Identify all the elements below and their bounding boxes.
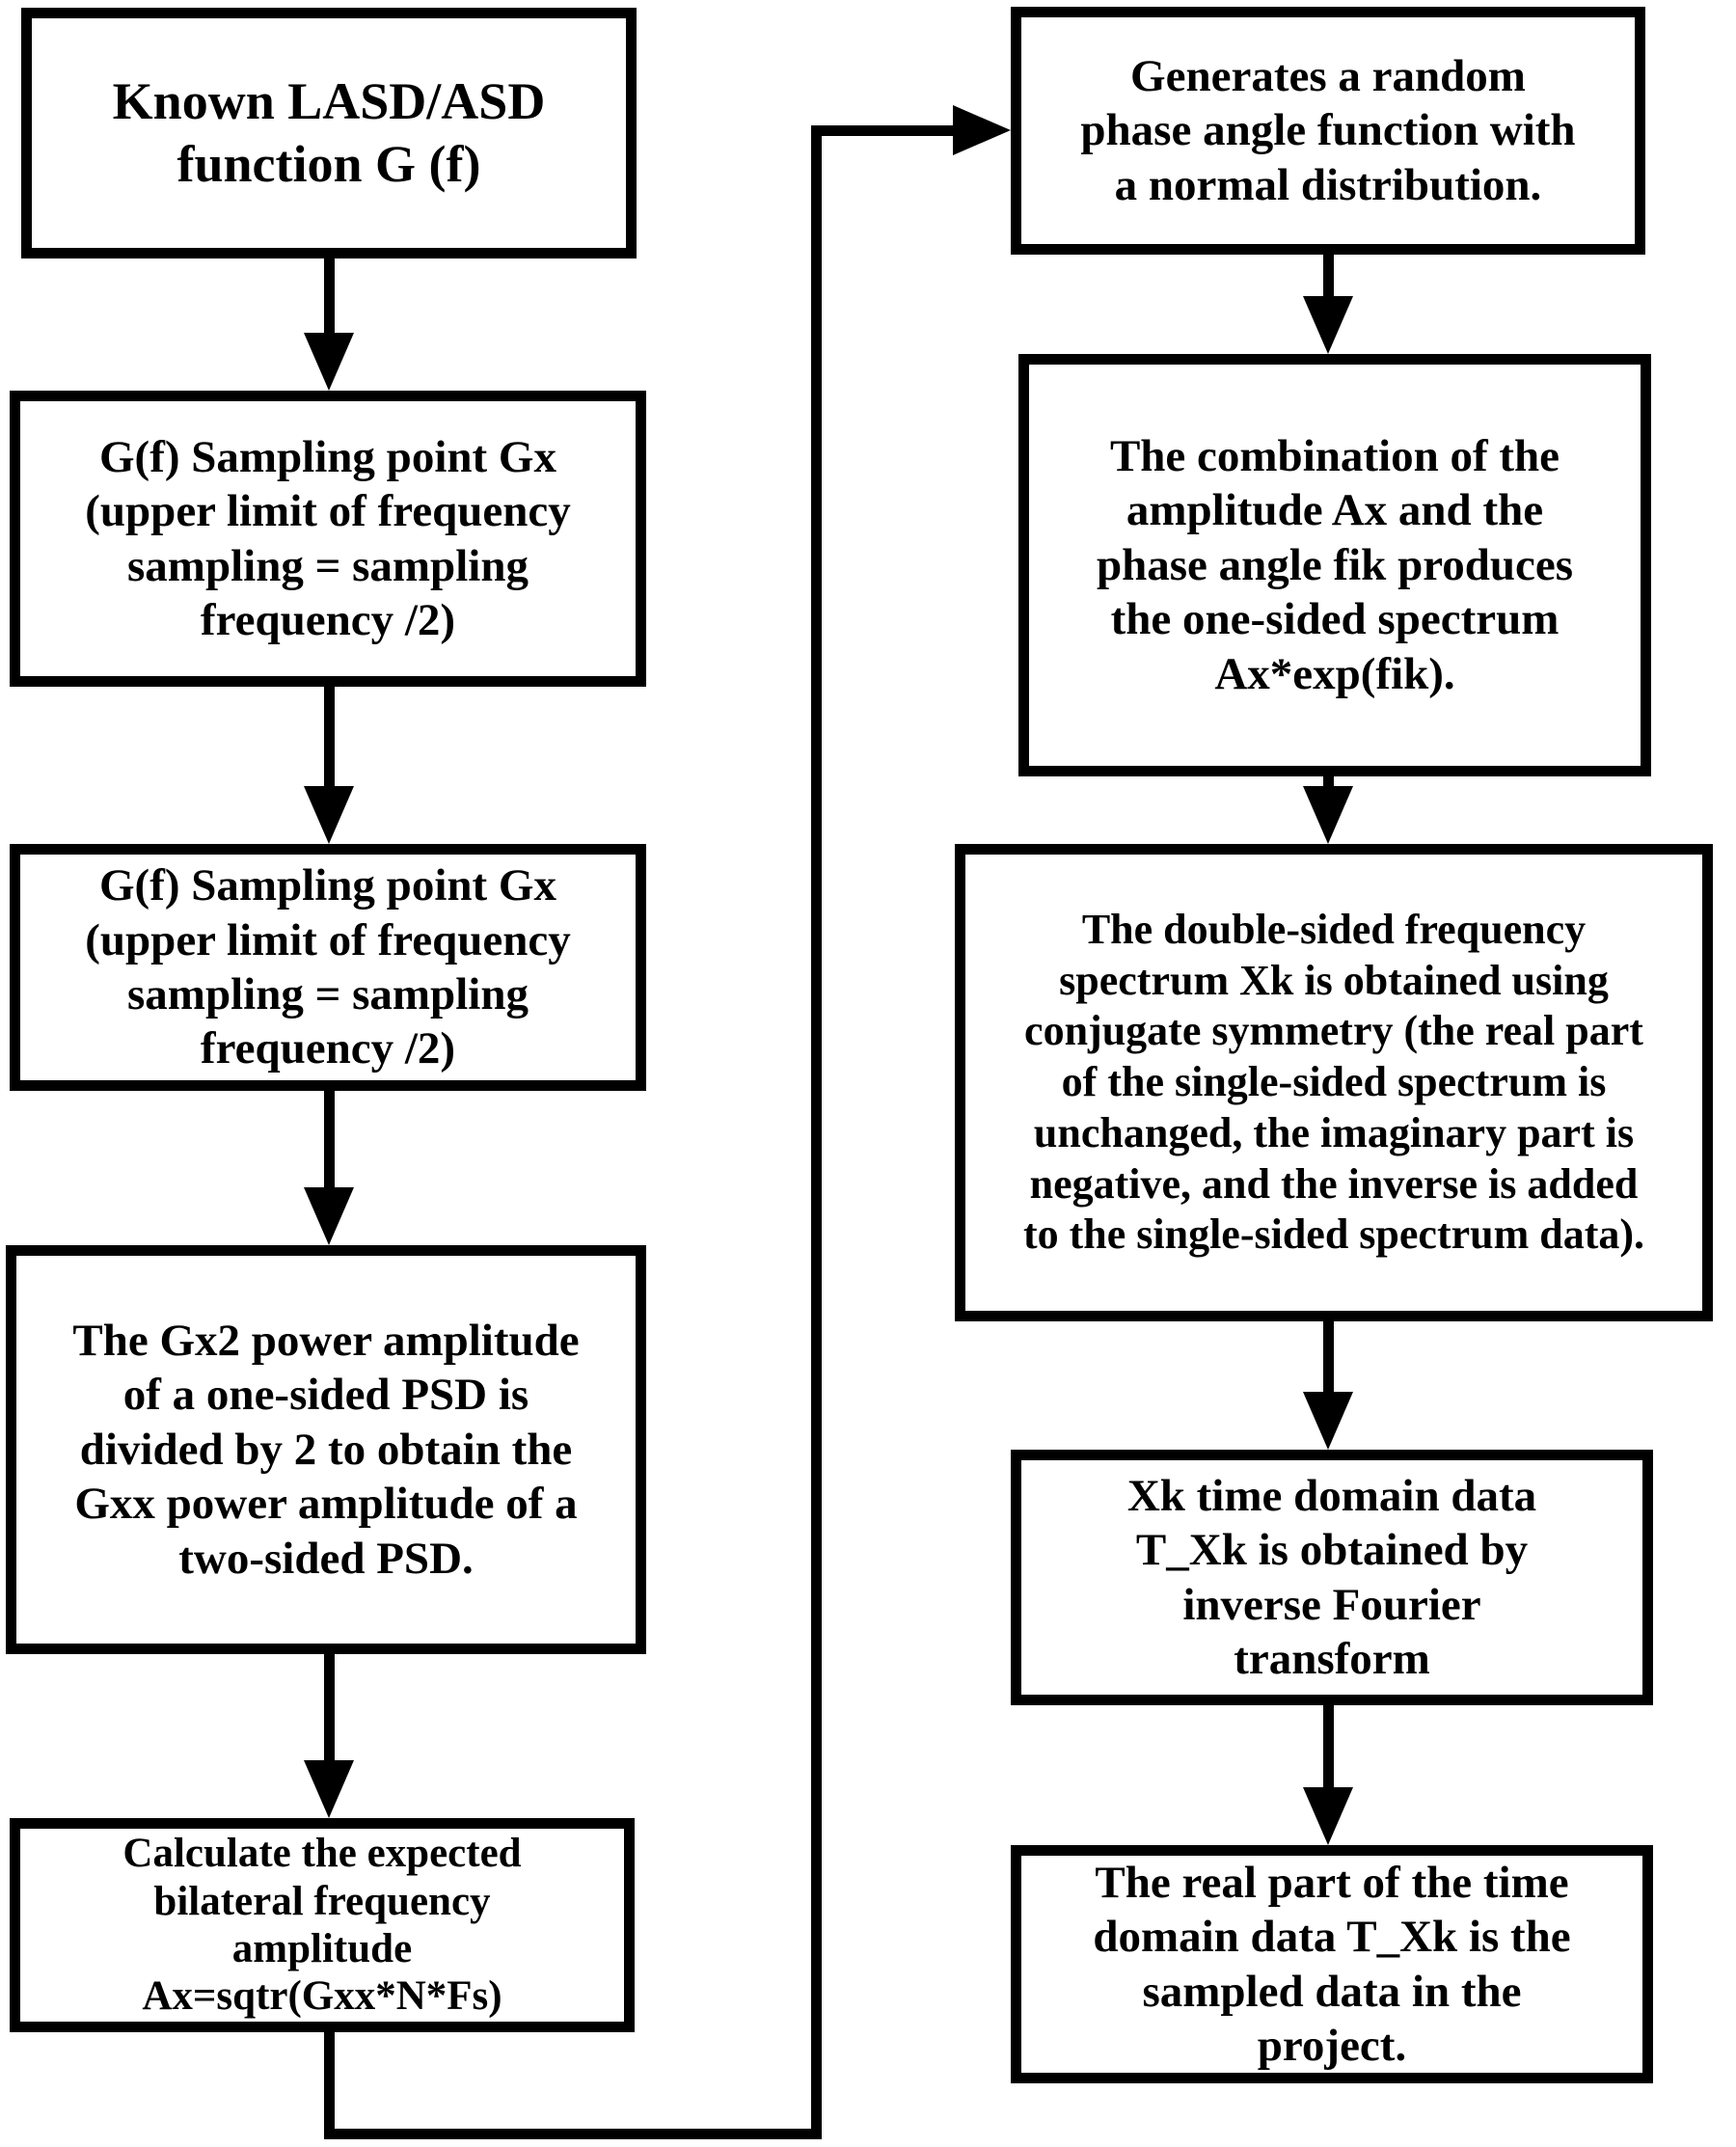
node-double-sided-spectrum: The double-sided frequency spectrum Xk i… <box>955 844 1713 1321</box>
arrowhead-right-icon <box>953 105 1011 155</box>
arrowhead-down-icon <box>1303 786 1353 844</box>
arrow-stem-l3-l4 <box>324 1091 335 1190</box>
arrow-stem-l4-l5 <box>324 1654 335 1763</box>
node-combination-amplitude-phase: The combination of the amplitude Ax and … <box>1018 354 1651 776</box>
arrow-stem-l2-l3 <box>324 687 335 789</box>
arrowhead-down-icon <box>304 1760 354 1818</box>
arrowhead-down-icon <box>1303 296 1353 354</box>
node-inverse-fourier-transform: Xk time domain data T_Xk is obtained by … <box>1011 1450 1653 1705</box>
node-gx2-power-amplitude: The Gx2 power amplitude of a one-sided P… <box>6 1245 646 1654</box>
node-real-part-sampled-data: The real part of the time domain data T_… <box>1011 1845 1653 2083</box>
arrowhead-down-icon <box>304 333 354 391</box>
connector-bottom-segment <box>324 2129 822 2139</box>
node-known-lasd-asd: Known LASD/ASD function G (f) <box>21 8 637 258</box>
node-sampling-point-1: G(f) Sampling point Gx (upper limit of f… <box>10 391 646 687</box>
arrowhead-down-icon <box>1303 1392 1353 1450</box>
arrow-stem-l1-l2 <box>324 258 335 336</box>
node-sampling-point-2: G(f) Sampling point Gx (upper limit of f… <box>10 844 646 1091</box>
arrowhead-down-icon <box>304 1187 354 1245</box>
arrow-stem-r1-r2 <box>1323 255 1334 299</box>
connector-top-segment <box>811 125 956 136</box>
arrow-stem-r3-r4 <box>1323 1321 1334 1395</box>
node-random-phase-angle: Generates a random phase angle function … <box>1011 7 1645 255</box>
arrowhead-down-icon <box>1303 1787 1353 1845</box>
node-expected-bilateral-amplitude: Calculate the expected bilateral frequen… <box>10 1818 635 2032</box>
arrow-stem-r2-r3 <box>1323 776 1334 789</box>
arrow-stem-r4-r5 <box>1323 1705 1334 1790</box>
arrowhead-down-icon <box>304 786 354 844</box>
connector-vertical-segment <box>811 125 822 2139</box>
connector-down-segment <box>324 2032 335 2139</box>
